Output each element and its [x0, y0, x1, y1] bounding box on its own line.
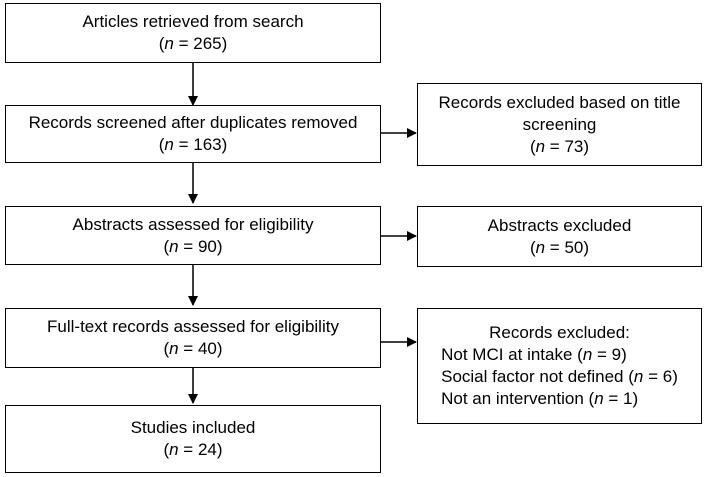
box-count: (n = 40): [163, 339, 223, 358]
box-label: Full-text records assessed for eligibili…: [47, 317, 339, 336]
box-count: (n = 265): [158, 34, 228, 53]
box-label: Articles retrieved from search: [82, 12, 304, 31]
box-label: Studies included: [130, 418, 256, 437]
box-label: Abstracts assessed for eligibility: [72, 214, 314, 234]
box-count: (n = 50): [529, 237, 590, 257]
exclusion-reason: Not MCI at intake (n = 9): [441, 345, 627, 364]
box-count: (n = 163): [158, 135, 228, 154]
box-fulltext-assessed: Full-text records assessed for eligibili…: [5, 308, 381, 368]
box-label: Abstracts excluded: [487, 215, 632, 235]
box-studies-included: Studies included (n = 24): [5, 405, 381, 473]
box-count: (n = 90): [163, 236, 223, 256]
exclusion-reason: Not an intervention (n = 1): [441, 389, 639, 408]
box-articles-retrieved: Articles retrieved from search (n = 265): [5, 3, 381, 63]
exclusion-reasons-list: Records excluded: Not MCI at intake (n =…: [441, 322, 678, 410]
box-abstracts-assessed: Abstracts assessed for eligibility (n = …: [5, 206, 381, 265]
box-title-excluded: Records excluded based on title screenin…: [417, 83, 702, 166]
box-label: Records screened after duplicates remove…: [28, 113, 358, 132]
box-label-line1: Records excluded based on title: [438, 92, 681, 112]
box-records-screened: Records screened after duplicates remove…: [5, 105, 381, 163]
exclusion-reason: Social factor not defined (n = 6): [441, 367, 678, 386]
box-count: (n = 73): [529, 136, 590, 156]
box-records-excluded: Records excluded: Not MCI at intake (n =…: [417, 308, 702, 424]
box-label-line2: screening: [522, 114, 597, 134]
box-count: (n = 24): [163, 440, 223, 459]
box-label: Records excluded:: [489, 323, 630, 342]
box-abstracts-excluded: Abstracts excluded (n = 50): [417, 206, 702, 267]
